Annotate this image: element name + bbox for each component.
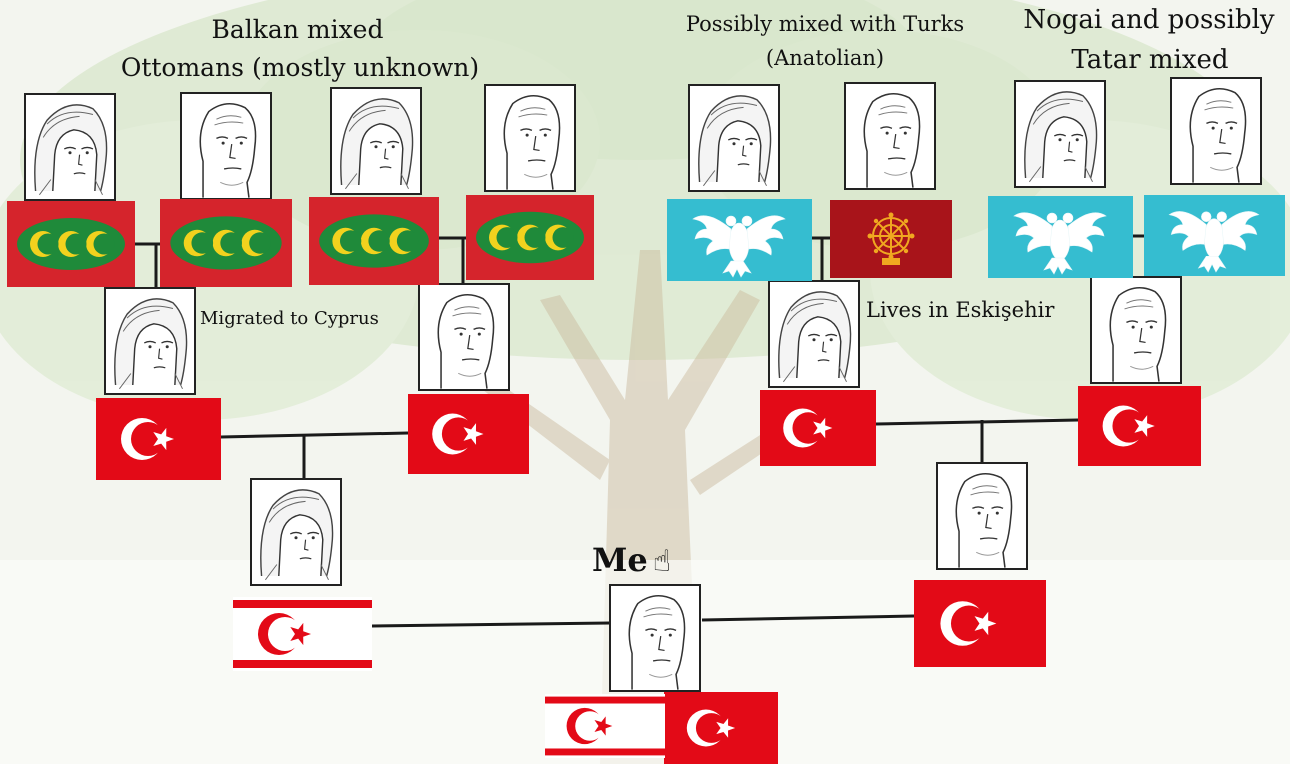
seljuk-flag-1 — [667, 199, 812, 281]
ottoman-three-crescents-flag-icon — [160, 199, 292, 287]
balkan-label-line1: Balkan mixed — [211, 15, 384, 44]
double-headed-eagle-flag-icon — [1144, 195, 1285, 276]
great-grandmother-1 — [24, 93, 116, 201]
ottoman-flag-4 — [466, 195, 594, 280]
grandfather-paternal — [418, 283, 510, 391]
wojak-face-icon — [1172, 79, 1260, 183]
turkey-flag-icon — [664, 692, 778, 764]
woman-face-icon — [106, 289, 194, 393]
great-grandfather-4 — [1170, 77, 1262, 185]
migrated-label: Migrated to Cyprus — [200, 308, 379, 329]
ottoman-three-crescents-flag-icon — [466, 195, 594, 280]
ottoman-flag-2 — [160, 199, 292, 287]
seljuk-flag-3 — [1144, 195, 1285, 276]
anatolian-label-line2: (Anatolian) — [765, 46, 885, 70]
sun-emblem-flag — [830, 200, 952, 278]
woman-face-icon — [252, 480, 340, 584]
double-headed-eagle-flag-icon — [988, 196, 1133, 278]
seljuk-flag-2 — [988, 196, 1133, 278]
nogai-label-line1: Nogai and possibly — [1023, 5, 1275, 35]
nogai-label-line2: Tatar mixed — [1071, 45, 1229, 75]
ottoman-three-crescents-flag-icon — [309, 197, 439, 285]
ottoman-flag-1 — [7, 201, 135, 287]
turkey-flag-icon — [408, 394, 529, 474]
wojak-face-icon — [938, 464, 1026, 568]
woman-face-icon — [690, 86, 778, 190]
turkey-flag-icon — [760, 390, 876, 466]
northern-cyprus-flag-icon — [545, 694, 665, 758]
great-grandfather-1 — [180, 92, 272, 200]
woman-face-icon — [332, 89, 420, 193]
great-grandmother-4 — [1014, 80, 1106, 188]
grandmother-maternal — [768, 280, 860, 388]
turkey-flag-grandmother-paternal — [96, 398, 221, 480]
turkey-flag-father — [914, 580, 1046, 667]
anatolian-label-line1: Possibly mixed with Turks — [685, 12, 965, 36]
ottoman-three-crescents-flag-icon — [7, 201, 135, 287]
balkan-label-line2: Ottomans (mostly unknown) — [120, 53, 480, 82]
grandfather-maternal — [1090, 276, 1182, 384]
turkey-flag-grandmother-maternal — [760, 390, 876, 466]
northern-cyprus-flag-me — [545, 694, 665, 758]
turkey-flag-me — [664, 692, 778, 764]
wojak-face-icon — [1092, 278, 1180, 382]
turkey-flag-icon — [1078, 386, 1201, 466]
turkey-flag-icon — [96, 398, 221, 480]
double-headed-eagle-flag-icon — [667, 199, 812, 281]
wojak-face-icon — [611, 586, 699, 690]
me-label: Me ☝ — [592, 542, 704, 580]
great-grandmother-3 — [688, 84, 780, 192]
woman-face-icon — [1016, 82, 1104, 186]
red-sun-emblem-flag-icon — [830, 200, 952, 278]
me-portrait — [609, 584, 701, 692]
wojak-face-icon — [420, 285, 508, 389]
mother — [250, 478, 342, 586]
northern-cyprus-flag-icon — [233, 597, 372, 671]
wojak-face-icon — [486, 86, 574, 190]
turkey-flag-grandfather-maternal — [1078, 386, 1201, 466]
woman-face-icon — [26, 95, 114, 199]
turkey-flag-icon — [914, 580, 1046, 667]
pointing-up-hand-icon: ☝ — [652, 544, 672, 579]
turkey-flag-grandfather-paternal — [408, 394, 529, 474]
grandmother-paternal — [104, 287, 196, 395]
father — [936, 462, 1028, 570]
me-label-text: Me — [592, 541, 648, 579]
northern-cyprus-flag-mother — [233, 597, 372, 671]
woman-face-icon — [770, 282, 858, 386]
great-grandfather-3 — [844, 82, 936, 190]
ottoman-flag-3 — [309, 197, 439, 285]
great-grandmother-2 — [330, 87, 422, 195]
great-grandfather-2 — [484, 84, 576, 192]
lives-label: Lives in Eskişehir — [866, 298, 1055, 322]
wojak-face-icon — [182, 94, 270, 198]
wojak-face-icon — [846, 84, 934, 188]
